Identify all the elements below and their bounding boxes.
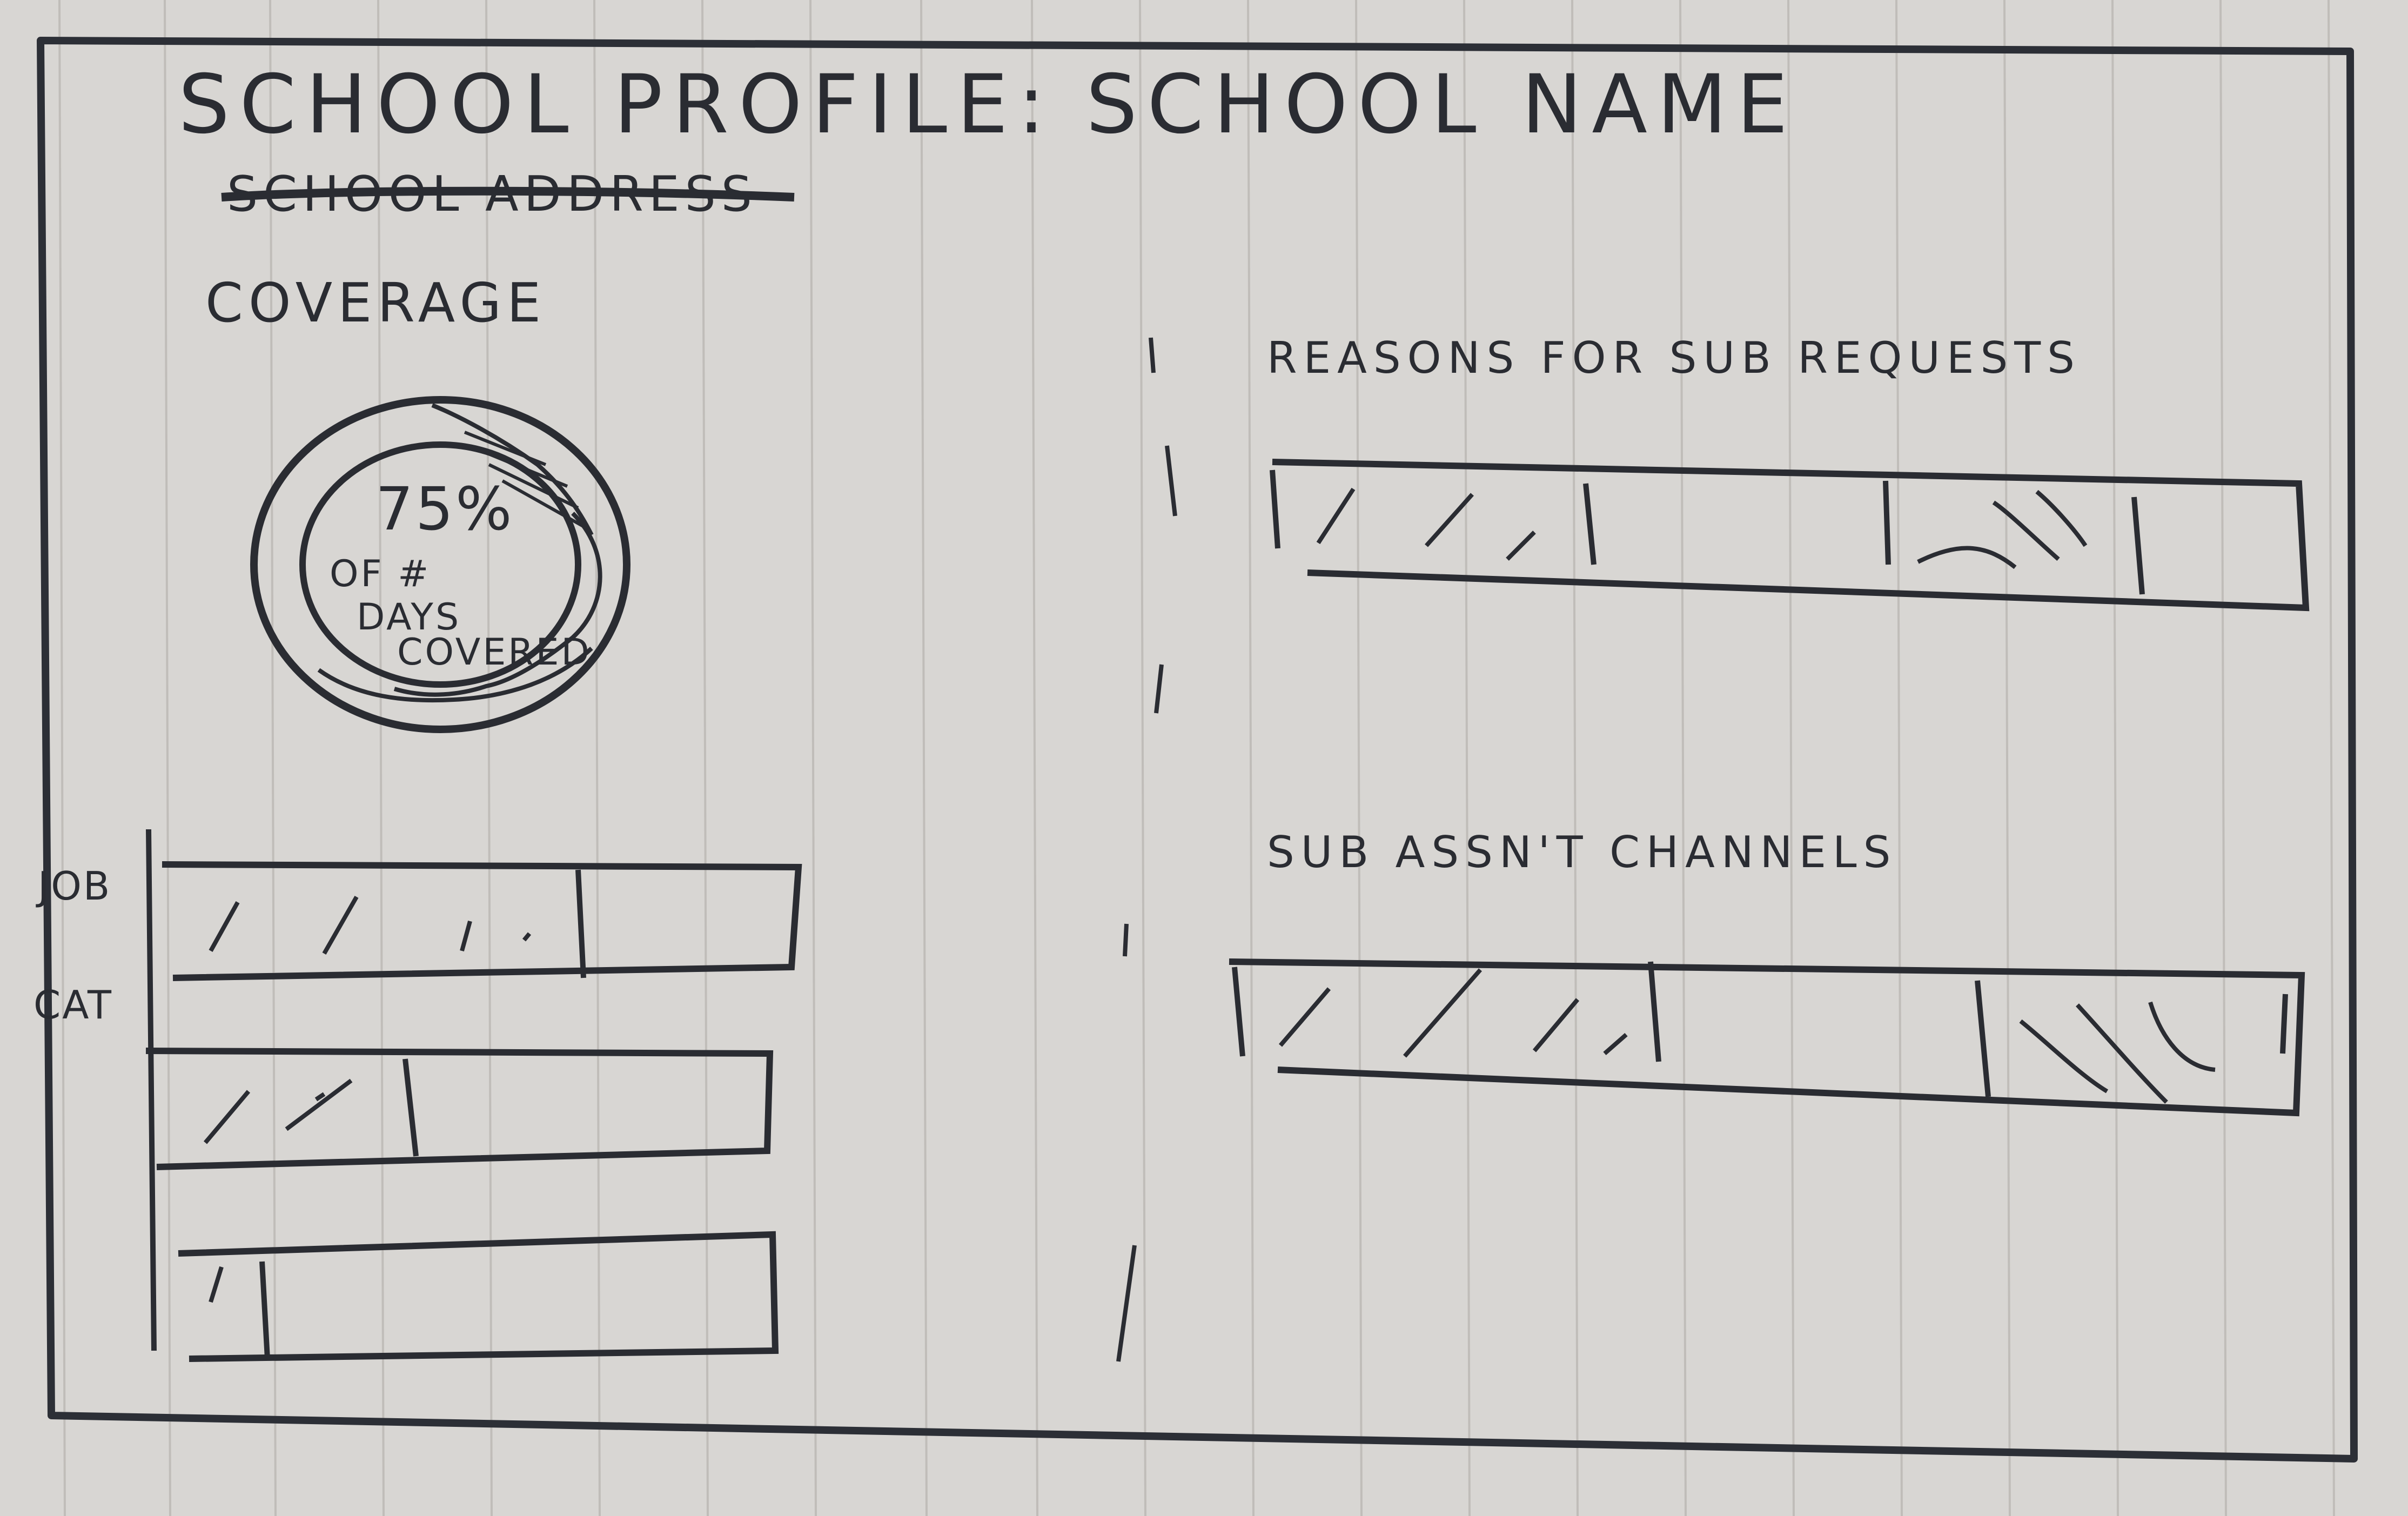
job-bar-1 xyxy=(162,861,802,981)
channels-bar xyxy=(1229,958,2305,1117)
donut-value: 75% xyxy=(375,474,514,544)
channels-heading: SUB ASSN'T CHANNELS xyxy=(1267,827,1897,877)
reasons-bar xyxy=(1270,459,2310,612)
school-name: SCHOOL NAME xyxy=(1086,58,1797,152)
job-bar-2 xyxy=(145,1048,774,1170)
coverage-donut: 75% OF # DAYS COVERED xyxy=(250,396,630,733)
axis-label-job: JOB xyxy=(36,863,111,909)
axis-label-cat: CAT xyxy=(33,982,113,1028)
page-title: SCHOOL PROFILE: xyxy=(178,58,1055,152)
coverage-heading: COVERAGE xyxy=(205,271,546,334)
reasons-heading: REASONS FOR SUB REQUESTS xyxy=(1267,333,2081,383)
address-strike xyxy=(221,186,795,202)
outer-frame xyxy=(37,37,2358,1463)
job-bar-3 xyxy=(178,1231,779,1362)
paper-ruling xyxy=(58,0,2335,1516)
column-separator xyxy=(1116,337,1177,1362)
left-axis-line xyxy=(146,829,157,1351)
donut-line-1: OF # xyxy=(330,553,431,595)
donut-line-2: DAYS xyxy=(357,596,461,639)
donut-line-3: COVERED xyxy=(397,631,592,674)
